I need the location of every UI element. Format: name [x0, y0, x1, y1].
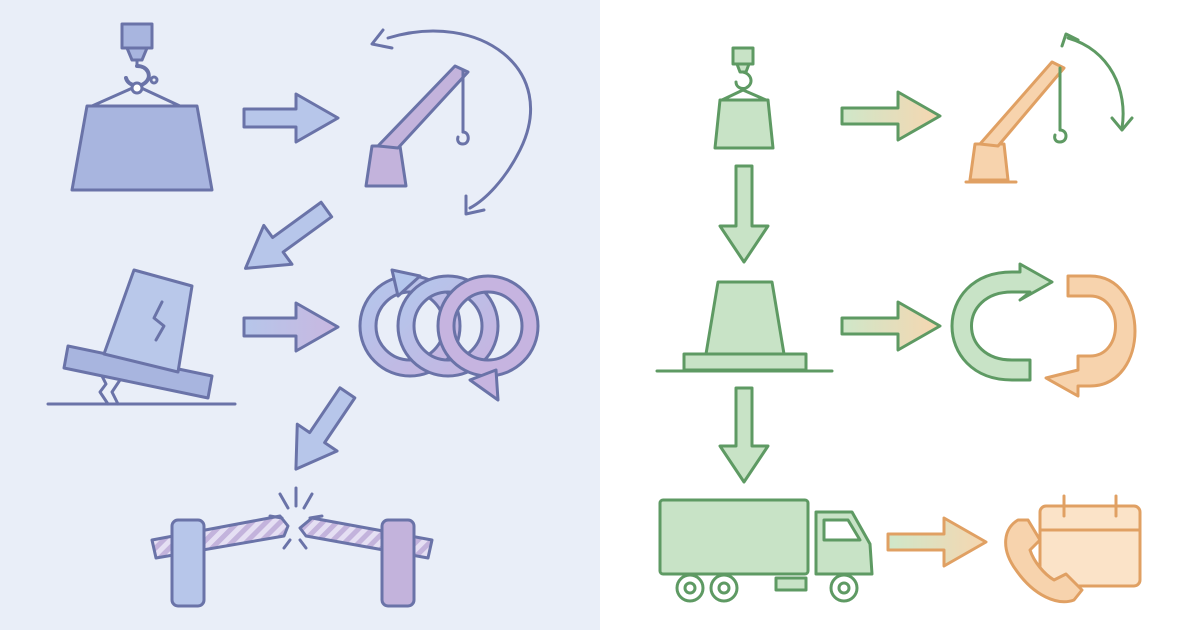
arrow-right-icon	[242, 301, 340, 353]
phone-calendar-icon	[1004, 494, 1142, 604]
cracked-tilted-load-icon	[46, 268, 237, 406]
crane-rotate-icon	[364, 28, 533, 216]
left-panel	[0, 0, 600, 630]
repeat-loops-icon	[358, 268, 540, 402]
truck-icon	[658, 498, 874, 603]
arrow-right-icon	[840, 90, 942, 142]
arrow-right-icon	[242, 92, 340, 144]
arrow-down-left-icon	[294, 386, 357, 471]
arrow-down-icon	[718, 164, 770, 264]
refresh-cycle-icon	[950, 262, 1137, 398]
stable-load-icon	[655, 280, 834, 373]
crane-hook-load-icon	[713, 46, 775, 150]
arrow-right-icon	[840, 300, 942, 352]
crane-hook-load-icon	[70, 22, 214, 192]
broken-barrier-icon	[150, 486, 434, 608]
arrow-right-icon	[886, 516, 988, 568]
right-panel	[600, 0, 1200, 630]
crane-rotate-icon	[964, 32, 1134, 184]
arrow-down-icon	[718, 386, 770, 484]
arrow-down-left-icon	[244, 200, 334, 270]
